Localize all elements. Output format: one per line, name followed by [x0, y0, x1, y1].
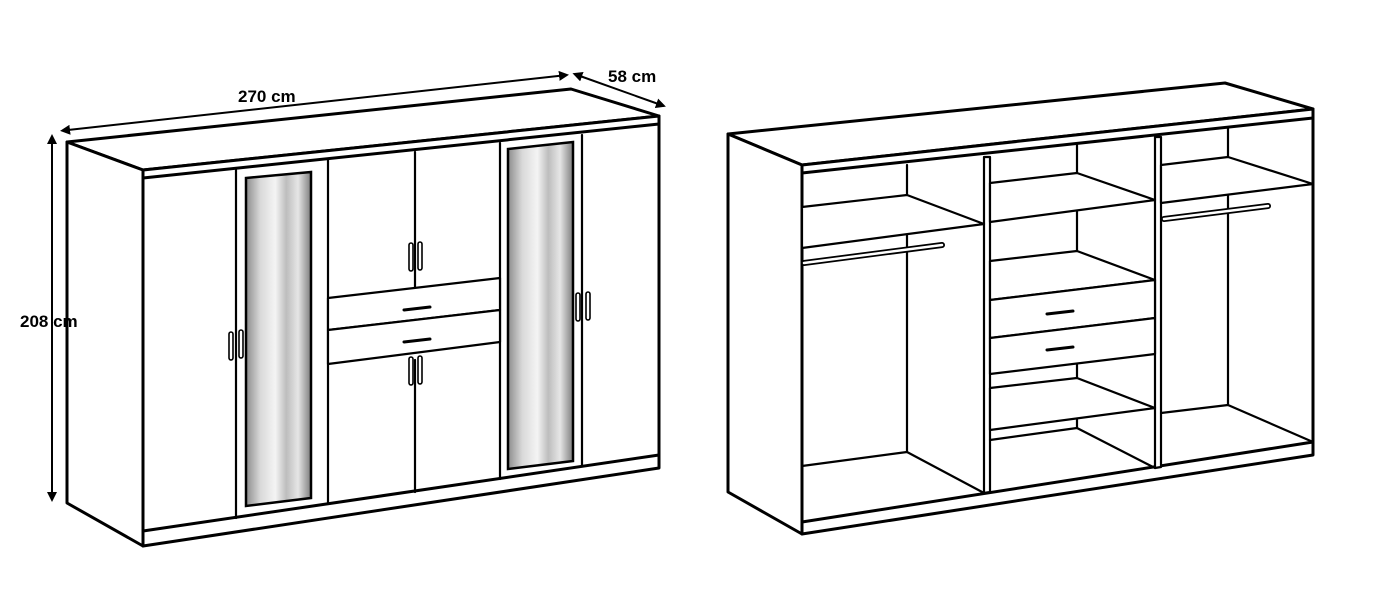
drawer-front: [326, 308, 502, 366]
floor-line: [988, 426, 1079, 442]
shelf: [800, 193, 986, 250]
floor-line: [800, 450, 909, 468]
drawer-handle: [402, 305, 432, 312]
top-edge-line: [141, 122, 661, 180]
depth-arrow: [572, 71, 666, 109]
floor-line: [1159, 403, 1230, 415]
shelf: [988, 171, 1157, 224]
wardrobe-side: [726, 132, 804, 536]
floor-line: [1226, 403, 1315, 444]
floor-line: [905, 450, 986, 495]
open-wardrobe: [726, 81, 1315, 536]
door-handle: [228, 329, 244, 361]
dimension-arrows: [47, 70, 666, 502]
plinth-line: [800, 440, 1315, 524]
mirror-panel: [244, 170, 313, 508]
drawer-handle: [1045, 345, 1075, 352]
mirror-panel: [506, 140, 575, 471]
divider-panel: [1153, 135, 1163, 470]
width-label: 270 cm: [238, 87, 296, 106]
divider-panel: [982, 155, 992, 495]
depth-label: 58 cm: [608, 67, 656, 86]
width-arrow: [60, 70, 569, 135]
drawer-handle: [402, 337, 432, 344]
drawer-handle: [1045, 309, 1075, 316]
closed-wardrobe: [65, 87, 661, 548]
shelf: [1159, 155, 1315, 205]
height-label: 208 cm: [20, 312, 78, 331]
door-handle: [575, 291, 591, 322]
door-handle: [408, 241, 423, 272]
floor-line: [1075, 426, 1157, 470]
shelf: [988, 376, 1157, 432]
wardrobe-side: [65, 140, 145, 548]
door-handle: [408, 355, 423, 386]
plinth-line: [141, 453, 661, 533]
